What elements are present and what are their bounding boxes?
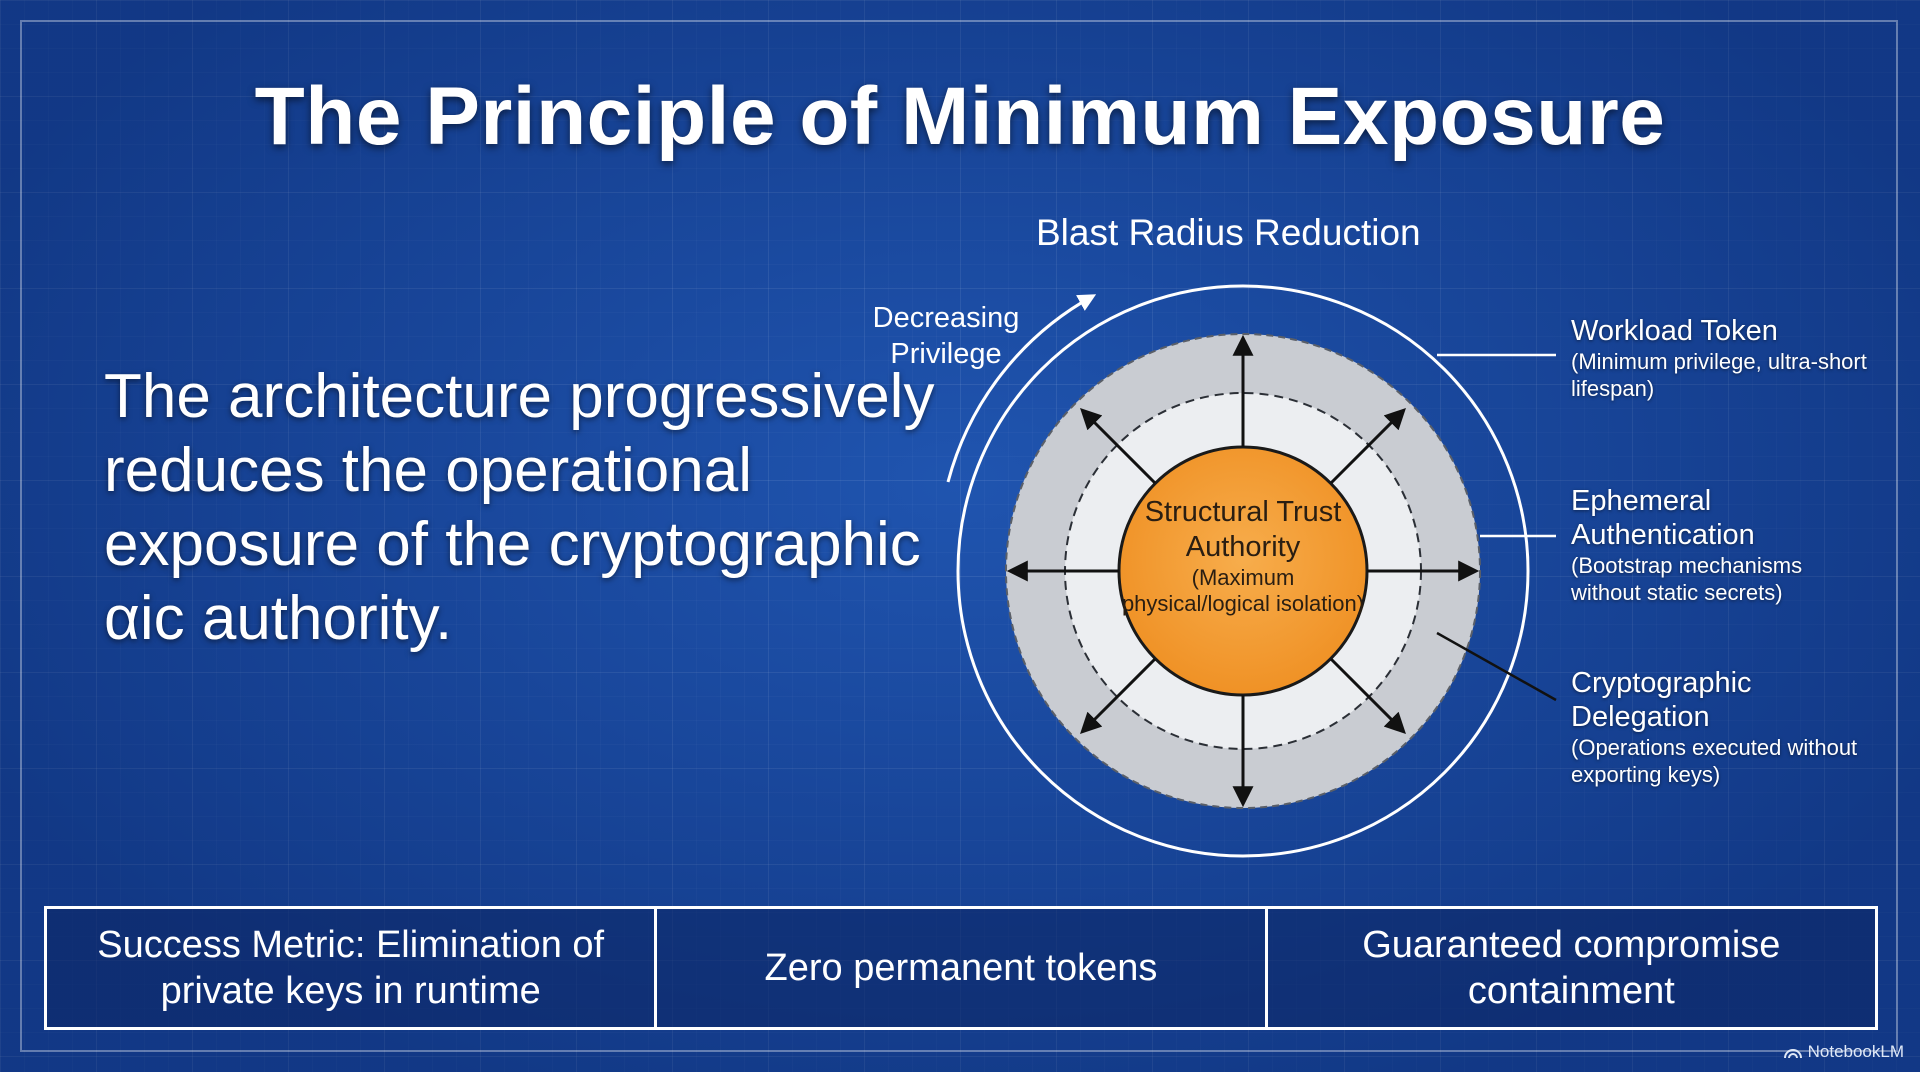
metric-cell: Success Metric: Elimination of private k… — [97, 924, 605, 1012]
metric-cell: Guaranteed compromise containment — [1264, 909, 1875, 1027]
layer-description: (Minimum privilege, ultra-short lifespan… — [1571, 349, 1867, 401]
layer-title: Cryptographic Delegation — [1571, 667, 1752, 733]
core-label: Structural Trust Authority — [1144, 496, 1342, 563]
decreasing-privilege-label: Decreasing Privilege — [872, 302, 1020, 370]
core-label-group: Structural Trust Authority (Maximum phys… — [1118, 495, 1368, 617]
core-sublabel: (Maximum physical/logical isolation) — [1121, 565, 1365, 616]
metrics-bar: Success Metric: Elimination of private k… — [44, 906, 1878, 1030]
leader-delegation — [1436, 631, 1557, 702]
radial-arrow-ne — [1329, 408, 1406, 485]
decreasing-privilege-arrow — [946, 294, 1097, 483]
radial-arrow-se — [1329, 657, 1406, 734]
diagram-heading: Blast Radius Reduction — [1036, 212, 1421, 253]
brand-watermark: NotebookLM — [1783, 1042, 1904, 1062]
metric-cell: Zero permanent tokens — [654, 909, 1264, 1027]
notebooklm-logo-icon — [1783, 1049, 1802, 1059]
slide-title: The Principle of Minimum Exposure — [254, 71, 1666, 162]
layer-title: Workload Token — [1571, 315, 1778, 347]
outer-boundary-ring — [956, 284, 1530, 858]
layer-title: Ephemeral Authentication — [1571, 485, 1755, 551]
radial-arrow-nw — [1080, 408, 1157, 485]
radial-arrow-sw — [1080, 657, 1157, 734]
lead-statement: The architecture progressively reduces t… — [104, 362, 935, 653]
layer-label-workload: Workload Token (Minimum privilege, ultra… — [1571, 314, 1871, 402]
layer-description: (Bootstrap mechanisms without static sec… — [1571, 553, 1803, 605]
layer-label-ephemeral: Ephemeral Authentication (Bootstrap mech… — [1571, 484, 1871, 606]
layer-label-delegation: Cryptographic Delegation (Operations exe… — [1571, 666, 1871, 788]
brand-name: NotebookLM — [1807, 1042, 1904, 1061]
layer-description: (Operations executed without exporting k… — [1571, 735, 1858, 787]
